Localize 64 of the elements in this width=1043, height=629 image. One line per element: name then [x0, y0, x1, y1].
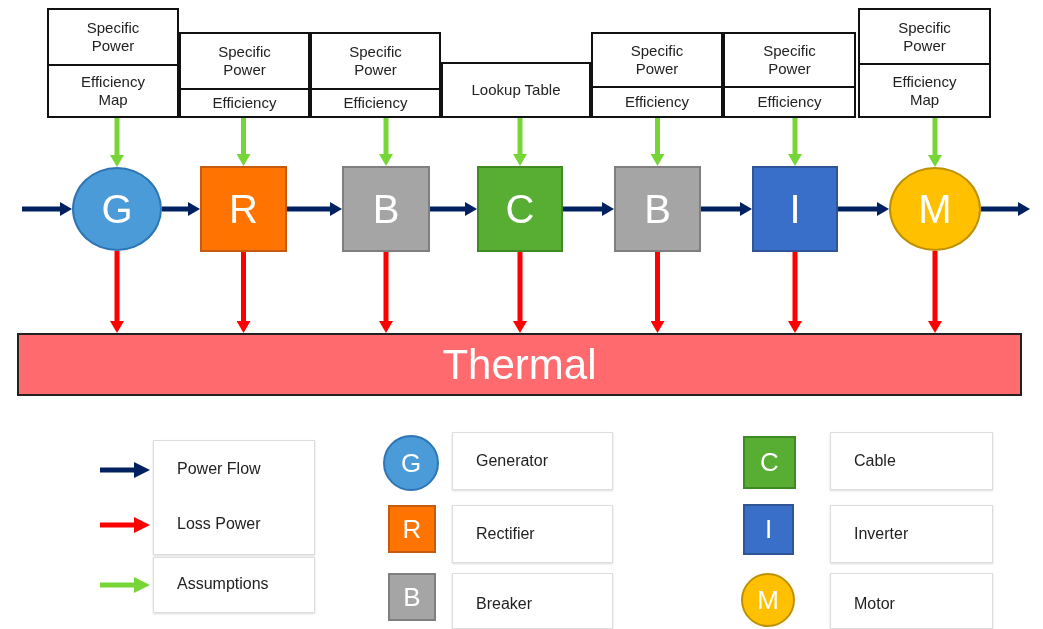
arrow — [22, 202, 72, 216]
component-letter: G — [101, 189, 133, 229]
arrow — [928, 118, 942, 167]
component-letter: I — [789, 189, 801, 229]
table-cell: Lookup Table — [441, 62, 591, 118]
icon-letter: R — [402, 513, 422, 545]
thermal-band — [17, 333, 1022, 396]
arrow — [838, 202, 889, 216]
arrow — [563, 202, 614, 216]
table-cell: Specific Power — [723, 32, 856, 88]
legend-label: Loss Power — [177, 515, 261, 533]
arrow — [430, 202, 477, 216]
table-cell: Efficiency — [179, 88, 310, 118]
table-cell: Specific Power — [591, 32, 723, 88]
table-cell: Specific Power — [858, 8, 991, 65]
table-cell: Efficiency Map — [858, 63, 991, 118]
legend-label: Assumptions — [177, 575, 269, 593]
component-block — [200, 166, 287, 252]
icon-letter: B — [403, 581, 421, 613]
arrow — [379, 118, 393, 166]
arrow — [513, 118, 527, 166]
arrow — [788, 252, 802, 333]
arrow — [650, 118, 665, 166]
legend-label: Motor — [854, 595, 895, 613]
arrow — [928, 251, 942, 333]
arrow — [287, 202, 342, 216]
component-block — [342, 166, 430, 252]
arrow — [236, 118, 251, 166]
table-cell: Efficiency — [723, 86, 856, 118]
component-letter: C — [505, 189, 535, 229]
component-letter: B — [372, 189, 400, 229]
table-cell: Efficiency Map — [47, 64, 179, 118]
table-cell: Specific Power — [179, 32, 310, 90]
legend-label: Generator — [476, 452, 549, 470]
table-cell: Efficiency — [310, 88, 441, 118]
legend-label: Rectifier — [476, 525, 535, 543]
table-cell: Specific Power — [310, 32, 441, 90]
arrow — [162, 202, 200, 216]
component-letter: R — [229, 189, 258, 229]
arrow — [513, 252, 527, 333]
legend-label: Power Flow — [177, 460, 261, 478]
legend-label: Cable — [854, 452, 896, 470]
legend-label: Inverter — [854, 525, 909, 543]
table-cell: Efficiency — [591, 86, 723, 118]
arrow — [788, 118, 802, 166]
component-letter: B — [644, 189, 671, 229]
legend-label: Breaker — [476, 595, 533, 613]
arrow — [701, 202, 752, 216]
component-block — [752, 166, 838, 252]
component-block — [614, 166, 701, 252]
band-label: Thermal — [442, 340, 597, 389]
component-letter: M — [918, 189, 952, 229]
table-cell: Specific Power — [47, 8, 179, 66]
arrow — [236, 252, 251, 333]
icon-letter: M — [757, 584, 779, 616]
arrow — [981, 202, 1030, 216]
arrow — [110, 118, 124, 167]
component-block — [477, 166, 563, 252]
arrow — [110, 251, 124, 333]
icon-letter: G — [400, 447, 422, 479]
arrow — [650, 252, 665, 333]
icon-letter: I — [764, 514, 773, 545]
arrow — [379, 252, 393, 333]
icon-letter: C — [760, 447, 779, 478]
